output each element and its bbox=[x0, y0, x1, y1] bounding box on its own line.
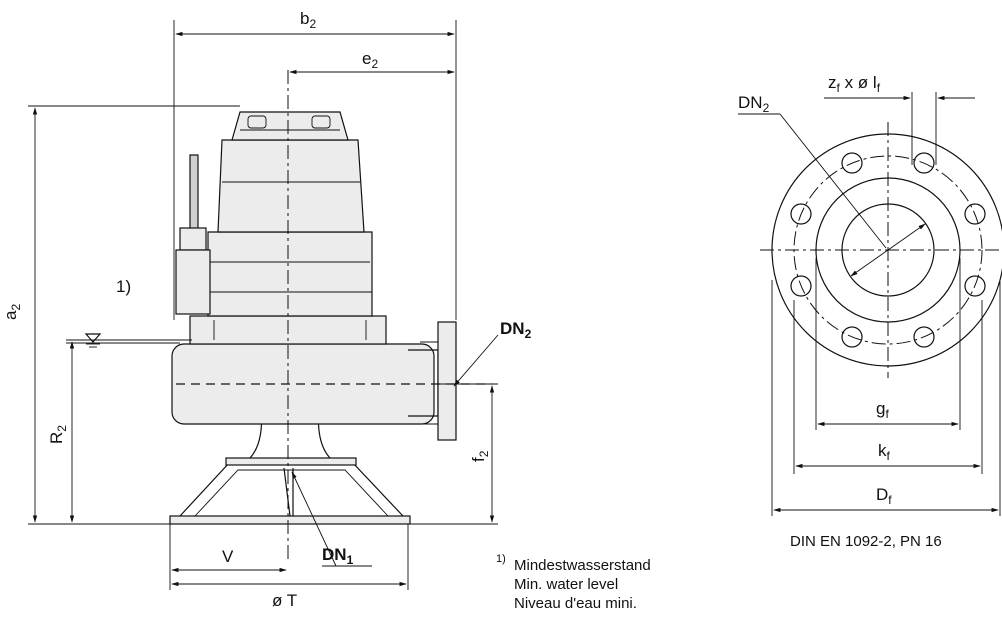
dim-T: ø T bbox=[272, 591, 297, 610]
bolt-hole bbox=[964, 275, 986, 297]
lifting-handle bbox=[231, 111, 349, 141]
footnote-line-1: Mindestwasserstand bbox=[514, 557, 651, 574]
water-level-symbol bbox=[84, 333, 102, 343]
dim-a2: a2 bbox=[1, 304, 23, 320]
dim-f2: f2 bbox=[469, 450, 491, 462]
bolt-hole bbox=[913, 152, 935, 174]
dim-kf: kf bbox=[878, 441, 891, 463]
motor-cap bbox=[217, 139, 365, 233]
footnote: 1) Mindestwasserstand Min. water level N… bbox=[496, 553, 651, 612]
flange-front-view bbox=[738, 92, 1002, 516]
bolt-hole bbox=[790, 275, 812, 297]
label-DN1: DN1 bbox=[322, 545, 354, 567]
dim-b2: b2 bbox=[300, 9, 316, 31]
flange-standard: DIN EN 1092-2, PN 16 bbox=[790, 533, 942, 550]
cable-gland bbox=[175, 154, 211, 315]
footnote-line-2: Min. water level bbox=[514, 576, 618, 593]
bolt-spec-label: zf x ø lf bbox=[828, 73, 881, 95]
bolt-hole bbox=[841, 152, 863, 174]
bolt-hole bbox=[841, 326, 863, 348]
dim-Df: Df bbox=[876, 485, 892, 507]
label-DN2-flange: DN2 bbox=[738, 93, 770, 115]
dim-R2: R2 bbox=[47, 425, 69, 444]
dim-e2: e2 bbox=[362, 49, 378, 71]
water-level-note-ref: 1) bbox=[116, 277, 131, 296]
dim-V: V bbox=[222, 547, 234, 566]
footnote-line-3: Niveau d'eau mini. bbox=[514, 595, 637, 612]
pump-side-view bbox=[169, 70, 492, 560]
label-DN2-pump: DN2 bbox=[500, 319, 532, 341]
bolt-hole bbox=[790, 203, 812, 225]
footnote-marker: 1) bbox=[496, 553, 506, 565]
bolt-hole bbox=[964, 203, 986, 225]
dimension-lines bbox=[28, 20, 499, 590]
dim-gf: gf bbox=[876, 399, 889, 421]
base-plate bbox=[169, 515, 411, 525]
bolt-hole bbox=[913, 326, 935, 348]
motor-body bbox=[207, 231, 373, 317]
bolt-holes bbox=[790, 152, 986, 348]
